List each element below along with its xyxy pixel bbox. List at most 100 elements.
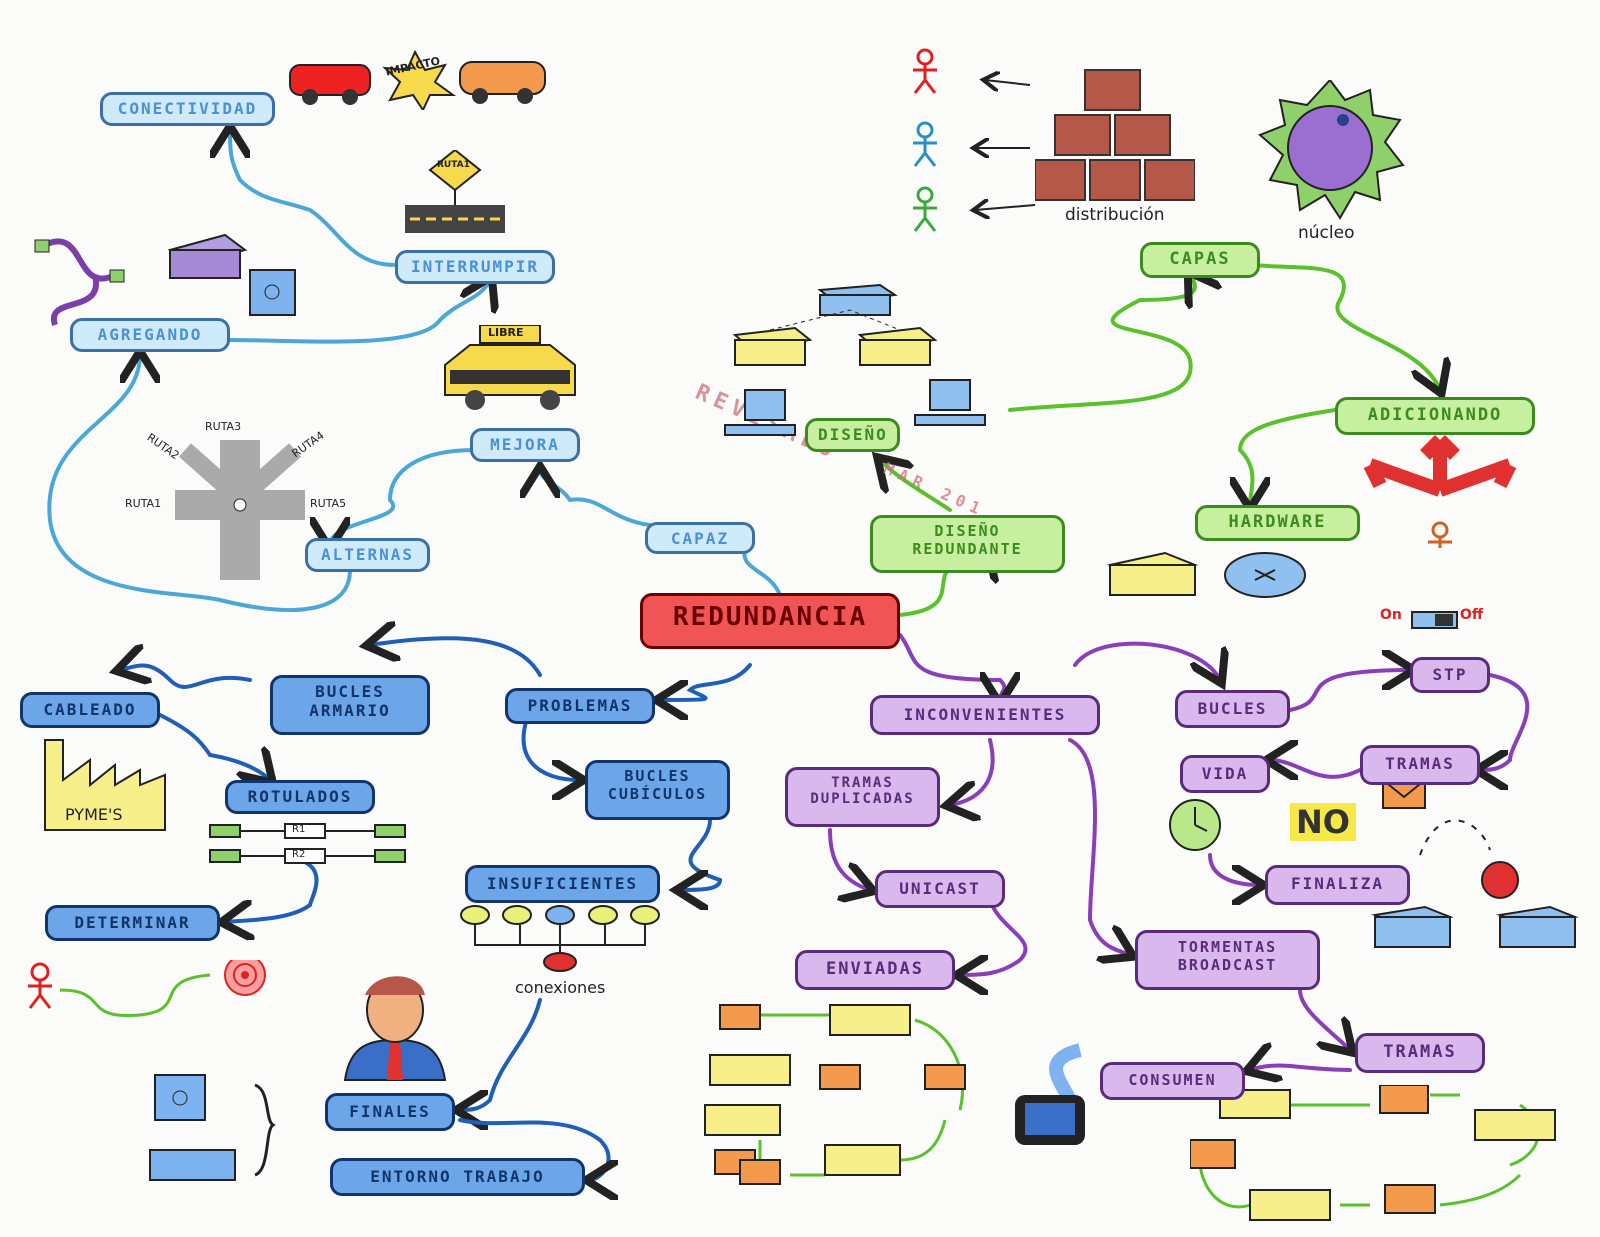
network-topology-icon — [724, 283, 986, 436]
arrows-icon — [1363, 435, 1517, 548]
no-label: NO — [1290, 803, 1356, 841]
link-finales-entorno — [458, 1118, 609, 1180]
user-target-icon — [28, 960, 266, 1018]
distribucion-label: distribución — [1065, 205, 1165, 225]
switch-icon — [857, 326, 938, 366]
cable-label-icon — [209, 823, 406, 864]
insuficientes-node[interactable]: INSUFICIENTES — [465, 865, 660, 903]
hardware-node[interactable]: HARDWARE — [1195, 505, 1360, 541]
on-label: On — [1380, 607, 1402, 623]
switch-icon — [704, 1104, 781, 1136]
adicionando-node[interactable]: ADICIONANDO — [1335, 397, 1535, 435]
bucles-node[interactable]: BUCLES — [1175, 690, 1290, 728]
nucleo-label: núcleo — [1298, 223, 1355, 243]
toggle-switch-icon[interactable] — [1380, 605, 1500, 635]
unicast-node[interactable]: UNICAST — [875, 870, 1005, 908]
tramas-node-b[interactable]: TRAMAS — [1355, 1033, 1485, 1073]
agregando-node[interactable]: AGREGANDO — [70, 318, 230, 352]
inconvenientes-node[interactable]: INCONVENIENTES — [870, 695, 1100, 735]
diseno-node[interactable]: DISEÑO — [805, 418, 900, 452]
vida-node[interactable]: VIDA — [1180, 755, 1270, 793]
target-icon — [224, 960, 266, 996]
arrow-bricks-bottom — [975, 205, 1036, 210]
rotulados-node[interactable]: ROTULADOS — [225, 780, 375, 814]
link-interrumpir-conectividad — [230, 130, 397, 267]
link-alternas-agregando — [47, 355, 352, 612]
businessman-icon — [343, 976, 447, 1081]
enviadas-node[interactable]: ENVIADAS — [795, 950, 955, 990]
link-redundancia-problemas — [660, 663, 752, 700]
conectividad-node[interactable]: CONECTIVIDAD — [100, 92, 275, 126]
link-tramas-consumen — [1250, 1066, 1352, 1070]
ruta1-sign-label: RUTA1 — [437, 160, 470, 170]
computer-icon — [914, 379, 986, 426]
switch-server-icons — [167, 233, 296, 316]
cableado-node[interactable]: CABLEADO — [20, 692, 160, 728]
redundancia-center-node[interactable]: REDUNDANCIA — [640, 593, 900, 649]
tormentas-broadcast-node[interactable]: TORMENTAS BROADCAST — [1135, 930, 1320, 990]
finales-node[interactable]: FINALES — [325, 1093, 455, 1131]
core-sun-icon — [1258, 80, 1405, 220]
broadcast-loop-left-icon — [704, 1004, 966, 1185]
server-box-icon — [249, 269, 296, 316]
problemas-node[interactable]: PROBLEMAS — [505, 688, 655, 724]
bucles-cubiculos-node[interactable]: BUCLES CUBÍCULOS — [585, 760, 730, 820]
brick-pyramid-icon — [1035, 69, 1195, 201]
link-conexiones-finales — [460, 998, 542, 1110]
clock-icon — [1169, 799, 1221, 851]
capas-node[interactable]: CAPAS — [1140, 242, 1260, 278]
determinar-node[interactable]: DETERMINAR — [45, 905, 220, 941]
switch-icon — [167, 233, 248, 279]
link-tormentas-tramas — [1298, 988, 1350, 1050]
envelope-icon — [719, 1004, 761, 1030]
ruta3-label: RUTA3 — [205, 420, 242, 433]
link-stp-tramas — [1480, 673, 1530, 770]
off-label: Off — [1460, 607, 1484, 623]
link-adicionando-hardware — [1240, 408, 1337, 505]
arrow-bricks-top — [985, 80, 1031, 85]
envelope-icon — [924, 1064, 966, 1090]
envelope-icon — [739, 1159, 781, 1185]
tramas-duplicadas-node[interactable]: TRAMAS DUPLICADAS — [785, 767, 940, 827]
r2-label: R2 — [292, 849, 306, 860]
computer-icon — [724, 389, 796, 436]
link-redundancia-inconvenientes — [898, 633, 1004, 700]
diseno-redundante-node[interactable]: DISEÑO REDUNDANTE — [870, 515, 1065, 573]
link-mejora-alternas — [330, 448, 477, 545]
ruta1-label: RUTA1 — [125, 497, 162, 510]
link-inconvenientes-tormentas — [1068, 738, 1130, 955]
connections-icon — [460, 905, 660, 972]
envelope-icon — [1190, 1139, 1236, 1169]
link-bucles-cubiculos-insuficientes — [680, 818, 723, 890]
network-cable-icon — [34, 238, 125, 326]
orange-car-icon — [459, 61, 546, 104]
link-bucles-armario-cableado — [120, 666, 252, 690]
link-redundancia-bucles — [1073, 641, 1220, 680]
finaliza-node[interactable]: FINALIZA — [1265, 865, 1410, 905]
conexiones-label: conexiones — [515, 978, 606, 997]
stp-node[interactable]: STP — [1410, 657, 1490, 693]
tramas-node-a[interactable]: TRAMAS — [1360, 745, 1480, 785]
capaz-node[interactable]: CAPAZ — [645, 522, 755, 554]
cars-impact-illustration — [289, 50, 546, 110]
switch-icon — [1474, 1109, 1556, 1141]
link-tramas-duplicadas-unicast — [828, 828, 870, 890]
intersection-icon — [175, 440, 305, 580]
alternas-node[interactable]: ALTERNAS — [305, 538, 430, 572]
bucles-armario-node[interactable]: BUCLES ARMARIO — [270, 675, 430, 735]
entorno-trabajo-node[interactable]: ENTORNO TRABAJO — [330, 1158, 585, 1196]
end-devices-icon — [149, 1074, 276, 1181]
link-diseno-capas — [1008, 275, 1195, 412]
server-box-icon — [154, 1074, 206, 1121]
link-problemas-bucles-cubiculos — [521, 708, 580, 780]
link-cableado-rotulados — [158, 713, 270, 780]
link-inconvenientes-tramas-duplicadas — [950, 738, 995, 805]
switch-icon — [1496, 905, 1579, 948]
consumen-node[interactable]: CONSUMEN — [1100, 1062, 1245, 1100]
switch-icon — [1249, 1189, 1331, 1221]
switch-icon — [829, 1004, 911, 1036]
mejora-node[interactable]: MEJORA — [470, 428, 580, 462]
red-car-icon — [289, 64, 371, 105]
interrumpir-node[interactable]: INTERRUMPIR — [395, 250, 555, 284]
link-redundancia-capaz — [742, 548, 782, 597]
